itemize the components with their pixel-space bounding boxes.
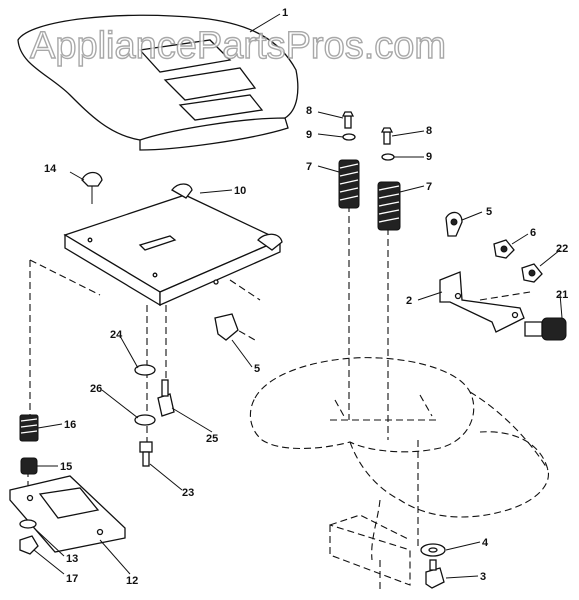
label-part-7-right: 7: [426, 181, 432, 193]
spring-16: [19, 414, 39, 442]
bolt-8-right: [380, 127, 394, 145]
label-part-10: 10: [234, 185, 246, 197]
bolt-25: [157, 379, 175, 417]
label-part-8-right: 8: [426, 125, 432, 137]
washer-26: [134, 414, 156, 426]
label-part-22: 22: [556, 243, 568, 255]
fender-outline: [249, 357, 549, 590]
label-part-4: 4: [482, 537, 489, 549]
label-part-15: 15: [60, 461, 72, 473]
spring-7-right: [377, 181, 401, 231]
label-part-23: 23: [182, 487, 194, 499]
nut-6: [493, 239, 515, 259]
washer-9-left: [342, 133, 356, 141]
label-part-21: 21: [556, 289, 568, 301]
bracket-2: [439, 271, 525, 333]
seat-pan: [63, 183, 283, 307]
label-part-7-left: 7: [306, 161, 312, 173]
spring-7-left: [338, 159, 360, 209]
label-part-5-lower: 5: [254, 363, 260, 375]
knob-21: [524, 317, 567, 341]
washer-13: [19, 519, 37, 529]
nut-22: [521, 263, 543, 283]
label-part-2: 2: [406, 295, 412, 307]
label-part-9-right: 9: [426, 151, 432, 163]
label-part-14: 14: [44, 163, 57, 175]
label-part-8-left: 8: [306, 105, 312, 117]
clip-5-upper: [445, 211, 463, 237]
part-labels: 1 10 14 8 9 7 8 9 7 5 6 22 2 21 5 24 26 …: [44, 7, 568, 587]
label-part-26: 26: [90, 383, 102, 395]
label-part-5-upper: 5: [486, 206, 492, 218]
label-part-25: 25: [206, 433, 218, 445]
label-part-9-left: 9: [306, 129, 312, 141]
label-part-3: 3: [480, 571, 486, 583]
washer-4: [420, 543, 446, 557]
alignment-lines: [27, 205, 531, 550]
label-part-13: 13: [66, 553, 78, 565]
label-part-1: 1: [282, 7, 288, 19]
label-part-6: 6: [530, 227, 536, 239]
bolt-3: [425, 559, 445, 589]
bolt-23: [139, 441, 153, 467]
washer-24: [134, 364, 156, 376]
label-part-17: 17: [66, 573, 78, 585]
pin-14: [81, 171, 103, 204]
bolt-8-left: [341, 111, 355, 129]
label-part-12: 12: [126, 575, 138, 587]
bushing-15: [20, 457, 38, 475]
leader-lines: [33, 13, 563, 579]
washer-9-right: [381, 153, 395, 161]
clip-5-lower: [214, 313, 239, 341]
label-part-24: 24: [110, 329, 123, 341]
watermark: AppliancePartsPros.com: [30, 25, 446, 67]
label-part-16: 16: [64, 419, 76, 431]
seat: [17, 14, 299, 151]
